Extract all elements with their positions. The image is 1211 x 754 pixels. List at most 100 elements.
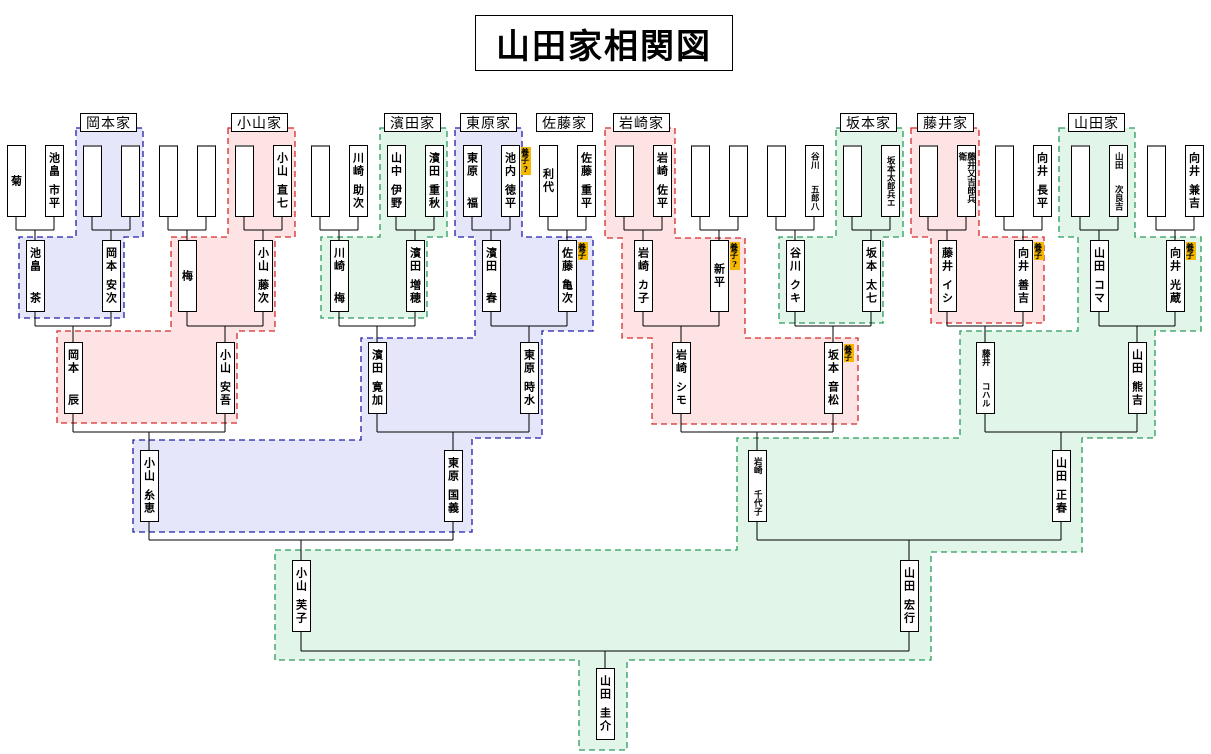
person-given: 市平 bbox=[47, 184, 61, 210]
person-surname: 佐藤 bbox=[579, 152, 593, 178]
person-box: 谷川五郎八 bbox=[804, 145, 824, 217]
person-surname: 池畠 bbox=[28, 247, 42, 273]
adopted-badge: 養子? bbox=[520, 147, 531, 175]
person-given: 助次 bbox=[351, 184, 365, 210]
person-given: 五郎八 bbox=[809, 184, 820, 211]
person-surname: 坂本太郎兵エ bbox=[885, 155, 896, 207]
person-box: 岡本安次 bbox=[101, 240, 121, 312]
person-box: 向井善吉 bbox=[1013, 240, 1033, 312]
person-surname: 藤井 bbox=[940, 247, 954, 273]
person-box: 山田コマ bbox=[1089, 240, 1109, 312]
person-box: 濱田寛加 bbox=[367, 342, 387, 414]
person-surname: 岩崎 bbox=[636, 247, 650, 273]
adopted-badge: 養子 bbox=[843, 344, 854, 362]
person-given: 国義 bbox=[446, 489, 460, 515]
person-given: 圭介 bbox=[598, 707, 612, 733]
person-box-unknown bbox=[728, 145, 748, 217]
person-surname: 藤井 bbox=[980, 349, 991, 366]
family-label: 岡本家 bbox=[80, 113, 137, 132]
person-box: 小山直七 bbox=[272, 145, 292, 217]
person-given: 亀次 bbox=[560, 279, 574, 305]
person-surname: 向井 bbox=[1187, 152, 1201, 178]
person-box: 池畠茶 bbox=[25, 240, 45, 312]
person-box: 藤井又吉郎兵衛 bbox=[956, 145, 976, 217]
person-surname: 坂本 bbox=[826, 349, 840, 375]
person-given: 茶 bbox=[28, 292, 42, 305]
family-label: 山田家 bbox=[1068, 113, 1125, 132]
person-box: 菊 bbox=[6, 145, 26, 217]
person-surname: 岡本 bbox=[66, 349, 80, 375]
adopted-badge: 養子 bbox=[577, 242, 588, 260]
person-surname: 山田 bbox=[1130, 349, 1144, 375]
person-box-unknown bbox=[82, 145, 102, 217]
person-given: 新平 bbox=[712, 263, 726, 289]
person-box: 小山藤次 bbox=[253, 240, 273, 312]
person-surname: 山田 bbox=[1054, 457, 1068, 483]
person-box: 向井兼吉 bbox=[1184, 145, 1204, 217]
person-box: 池畠市平 bbox=[44, 145, 64, 217]
person-box: 山田圭介 bbox=[595, 668, 615, 740]
person-given: 次良吉 bbox=[1113, 184, 1124, 211]
person-box: 小山芙子 bbox=[291, 560, 311, 632]
person-box-unknown bbox=[766, 145, 786, 217]
person-surname: 東原 bbox=[446, 457, 460, 483]
person-box: 岩崎千代子 bbox=[747, 450, 767, 522]
person-given: 梅 bbox=[332, 292, 346, 305]
person-given: 安吾 bbox=[218, 381, 232, 407]
adopted-badge: 養子 bbox=[1033, 242, 1044, 260]
person-given: 重秋 bbox=[427, 184, 441, 210]
person-given: 太七 bbox=[864, 279, 878, 305]
person-given: 糸恵 bbox=[142, 489, 156, 515]
person-box: 佐藤重平 bbox=[576, 145, 596, 217]
person-box: 山田熊吉 bbox=[1127, 342, 1147, 414]
person-given: 正春 bbox=[1054, 489, 1068, 515]
person-box-unknown bbox=[196, 145, 216, 217]
person-surname: 岡本 bbox=[104, 247, 118, 273]
person-given: 善吉 bbox=[1016, 279, 1030, 305]
person-surname: 向井 bbox=[1035, 152, 1049, 178]
person-given: 時水 bbox=[522, 381, 536, 407]
person-surname: 濱田 bbox=[427, 152, 441, 178]
person-given: 梅 bbox=[180, 269, 194, 283]
person-box: 山田正春 bbox=[1051, 450, 1071, 522]
person-box-unknown bbox=[842, 145, 862, 217]
person-surname: 川崎 bbox=[351, 152, 365, 178]
person-given: 増穂 bbox=[408, 279, 422, 305]
person-box: 坂本太七 bbox=[861, 240, 881, 312]
person-box: 岩崎佐平 bbox=[652, 145, 672, 217]
person-box: 東原国義 bbox=[443, 450, 463, 522]
person-surname: 岩崎 bbox=[655, 152, 669, 178]
person-box: 佐藤亀次 bbox=[557, 240, 577, 312]
person-box: 小山糸恵 bbox=[139, 450, 159, 522]
person-box: 向井長平 bbox=[1032, 145, 1052, 217]
person-surname: 佐藤 bbox=[560, 247, 574, 273]
person-given: 重平 bbox=[579, 184, 593, 210]
person-given: 伊野 bbox=[389, 184, 403, 210]
person-given: 宏行 bbox=[902, 599, 916, 625]
family-region-8 bbox=[274, 127, 1202, 751]
person-given: クキ bbox=[788, 279, 802, 305]
family-label: 岩崎家 bbox=[613, 113, 670, 132]
adopted-badge: 養子 bbox=[1185, 242, 1196, 260]
person-surname: 山田 bbox=[1113, 152, 1124, 169]
person-surname: 小山 bbox=[294, 567, 308, 593]
person-surname: 藤井又吉郎兵衛 bbox=[957, 152, 976, 203]
family-region-3 bbox=[132, 127, 594, 533]
person-box: 濱田重秋 bbox=[424, 145, 444, 217]
person-box: 新平 bbox=[709, 240, 729, 312]
person-surname: 濱田 bbox=[484, 247, 498, 273]
person-given: コハル bbox=[980, 381, 991, 408]
person-given: 直七 bbox=[275, 184, 289, 210]
person-box-unknown bbox=[310, 145, 330, 217]
person-given: 春 bbox=[484, 292, 498, 305]
person-box-unknown bbox=[918, 145, 938, 217]
person-surname: 山中 bbox=[389, 152, 403, 178]
family-regions bbox=[18, 127, 1202, 751]
person-box: 濱田増穂 bbox=[405, 240, 425, 312]
person-given: 安次 bbox=[104, 279, 118, 305]
page-title: 山田家相関図 bbox=[475, 15, 733, 71]
person-given: 利代 bbox=[541, 168, 555, 194]
person-given: シモ bbox=[674, 381, 688, 407]
person-given: 徳平 bbox=[503, 184, 517, 210]
